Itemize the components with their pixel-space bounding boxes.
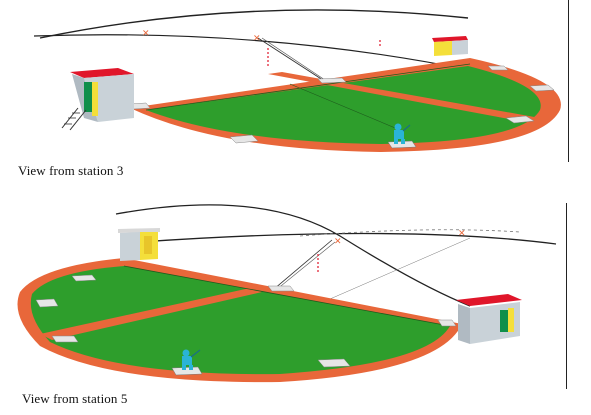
station-pad — [529, 84, 555, 92]
target-marker: ✕ — [334, 236, 342, 246]
station-pad — [487, 65, 509, 71]
shooting-field-grass — [146, 66, 541, 144]
shooter-figure — [387, 123, 417, 149]
station-pad — [35, 298, 59, 308]
field-line — [289, 83, 401, 131]
station-pad — [51, 335, 79, 343]
panel-station-5-view: ✕ ✕ — [17, 204, 557, 383]
station-pad — [317, 358, 351, 368]
target-marker: ✕ — [253, 33, 261, 43]
trajectory-arc-dotted — [299, 229, 521, 237]
caption-station-3: View from station 3 — [18, 163, 124, 178]
panel-station-3-view: ✕ ✕ — [33, 9, 561, 152]
station-pad — [71, 274, 97, 282]
field-line — [123, 265, 451, 327]
station-pad — [437, 319, 457, 327]
trajectory-arc-high — [39, 9, 469, 39]
panel-border — [568, 0, 569, 162]
shooting-field-grass — [30, 266, 451, 375]
panel-border — [566, 203, 567, 389]
trajectory-arc-low — [139, 232, 557, 245]
station-hut-right — [456, 294, 522, 344]
station-pad — [505, 115, 535, 124]
caption-station-5: View from station 5 — [22, 391, 128, 406]
field-center-bar — [40, 288, 262, 340]
trajectory-arc-low — [33, 34, 471, 71]
station-pad — [229, 134, 259, 144]
field-center-bar — [268, 72, 540, 122]
shooter-figure — [171, 349, 203, 376]
target-marker: ✕ — [142, 28, 150, 38]
field-line — [145, 63, 471, 111]
target-marker: ✕ — [458, 228, 466, 238]
station-hut-left — [118, 228, 160, 261]
station-hut-left — [61, 68, 134, 131]
station-pad — [317, 77, 347, 84]
station-pad — [267, 285, 295, 292]
station-hut-right — [432, 36, 468, 56]
